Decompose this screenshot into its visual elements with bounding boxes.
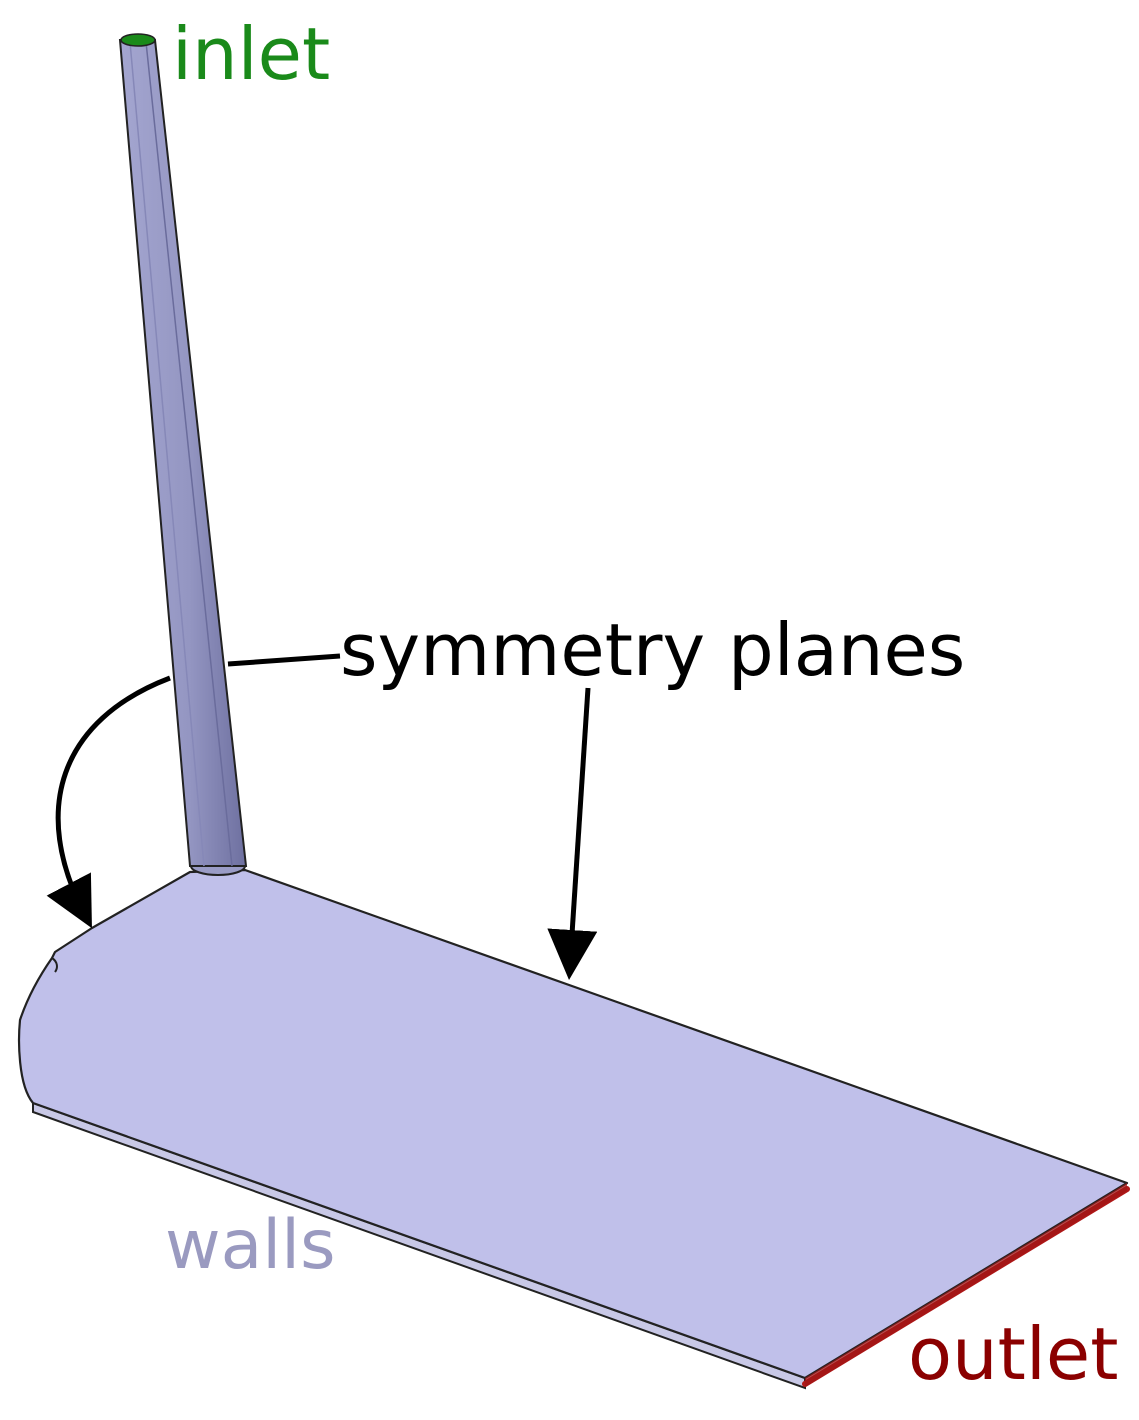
pipe-seam-1 <box>129 41 205 867</box>
symmetry-planes-label: symmetry planes <box>340 608 966 692</box>
notch-edge <box>51 957 58 973</box>
pipe-seam-2 <box>145 41 233 867</box>
domain-plate <box>17 868 1129 1380</box>
walls-label: walls <box>165 1206 336 1285</box>
inlet-label: inlet <box>172 12 331 96</box>
outlet-face <box>805 1183 1127 1387</box>
inlet-pipe <box>118 39 248 867</box>
sym-arrow-curved <box>46 675 171 929</box>
inlet-cap <box>120 33 156 47</box>
sym-arrow-straight <box>547 687 598 980</box>
outlet-label: outlet <box>908 1312 1119 1396</box>
sym-leader-line <box>227 653 341 667</box>
